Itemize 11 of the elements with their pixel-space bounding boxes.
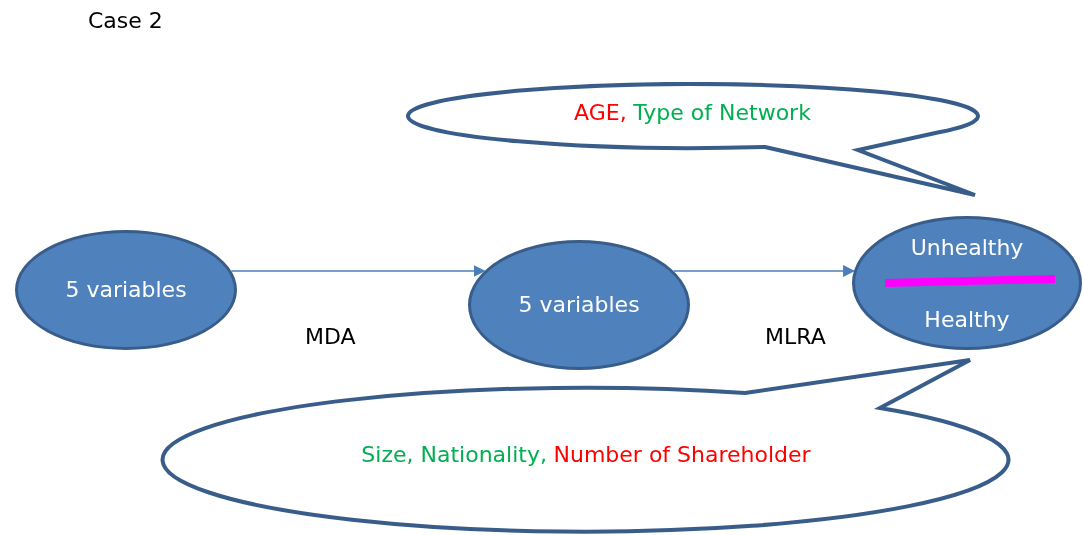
title: Case 2 — [88, 8, 163, 33]
node-text: Unhealthy — [910, 234, 1024, 262]
bubble-text: Type of Network — [633, 100, 811, 125]
node-text: 5 variables — [518, 291, 640, 320]
arrow — [672, 265, 856, 277]
node-text: 5 variables — [65, 276, 187, 305]
bubble-text: Number of Shareholder — [553, 442, 811, 467]
bubble-text: Size, Nationality, — [361, 442, 547, 467]
bubble-text: AGE, — [574, 100, 627, 125]
node-text: Healthy — [924, 306, 1010, 335]
arrow — [230, 265, 486, 277]
